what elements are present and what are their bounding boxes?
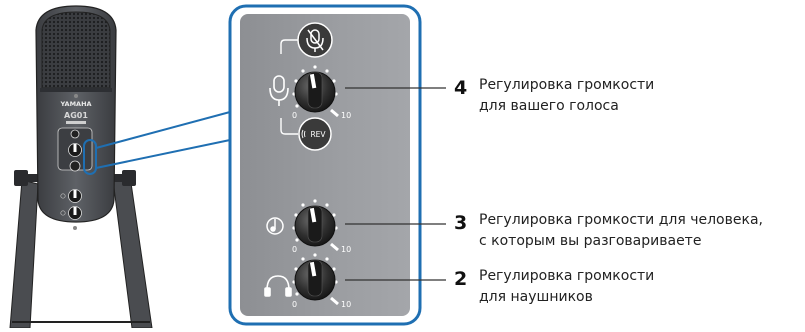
headphone-dial-min: 0 [292, 300, 297, 309]
voice-dial-min: 0 [292, 111, 297, 120]
mic-rev-button-small [69, 160, 81, 172]
voice-dial-max: 10 [341, 111, 351, 120]
mic-mute-button-small [70, 129, 80, 139]
reverb-button [298, 117, 332, 151]
callout-line1: Регулировка громкости [479, 268, 655, 284]
zoomed-control-panel: 0 10 REV 0 10 [228, 4, 422, 326]
stand-right-leg [112, 175, 153, 329]
callout-line1: Регулировка громкости [479, 77, 655, 93]
callout-line2: для наушников [479, 289, 593, 305]
headphone-dial-max: 10 [341, 300, 351, 309]
mic-mute-icon [306, 29, 324, 52]
reverb-wave-icon [301, 129, 306, 139]
zoom-line-bottom [95, 139, 231, 169]
microphone: YAMAHA AG01 [9, 5, 153, 329]
partner-volume-knob [292, 199, 339, 252]
callout-line1: Регулировка громкости для человека, [479, 212, 763, 228]
partner-note-icon [266, 217, 284, 235]
callout-number: 3 [454, 212, 468, 234]
zoom-line-top [95, 111, 231, 149]
highlight-marker [83, 139, 97, 175]
mic-icon [269, 75, 289, 106]
mic-model-label: AG01 [64, 111, 88, 120]
partner-dial-min: 0 [292, 245, 297, 254]
reverb-button-label: REV [310, 130, 326, 139]
partner-dial-max: 10 [341, 245, 351, 254]
callout-number: 4 [454, 77, 468, 99]
callout-line2: с которым вы разговариваете [479, 233, 702, 249]
callout-line2: для вашего голоса [479, 98, 619, 114]
mic-brand-label: YAMAHA [59, 100, 91, 108]
mic-grille [41, 11, 111, 89]
headphone-volume-knob [292, 253, 339, 306]
voice-volume-knob [292, 65, 339, 118]
stand-left-leg [9, 179, 39, 329]
callout-number: 2 [454, 268, 468, 290]
headphone-icon [264, 275, 292, 297]
